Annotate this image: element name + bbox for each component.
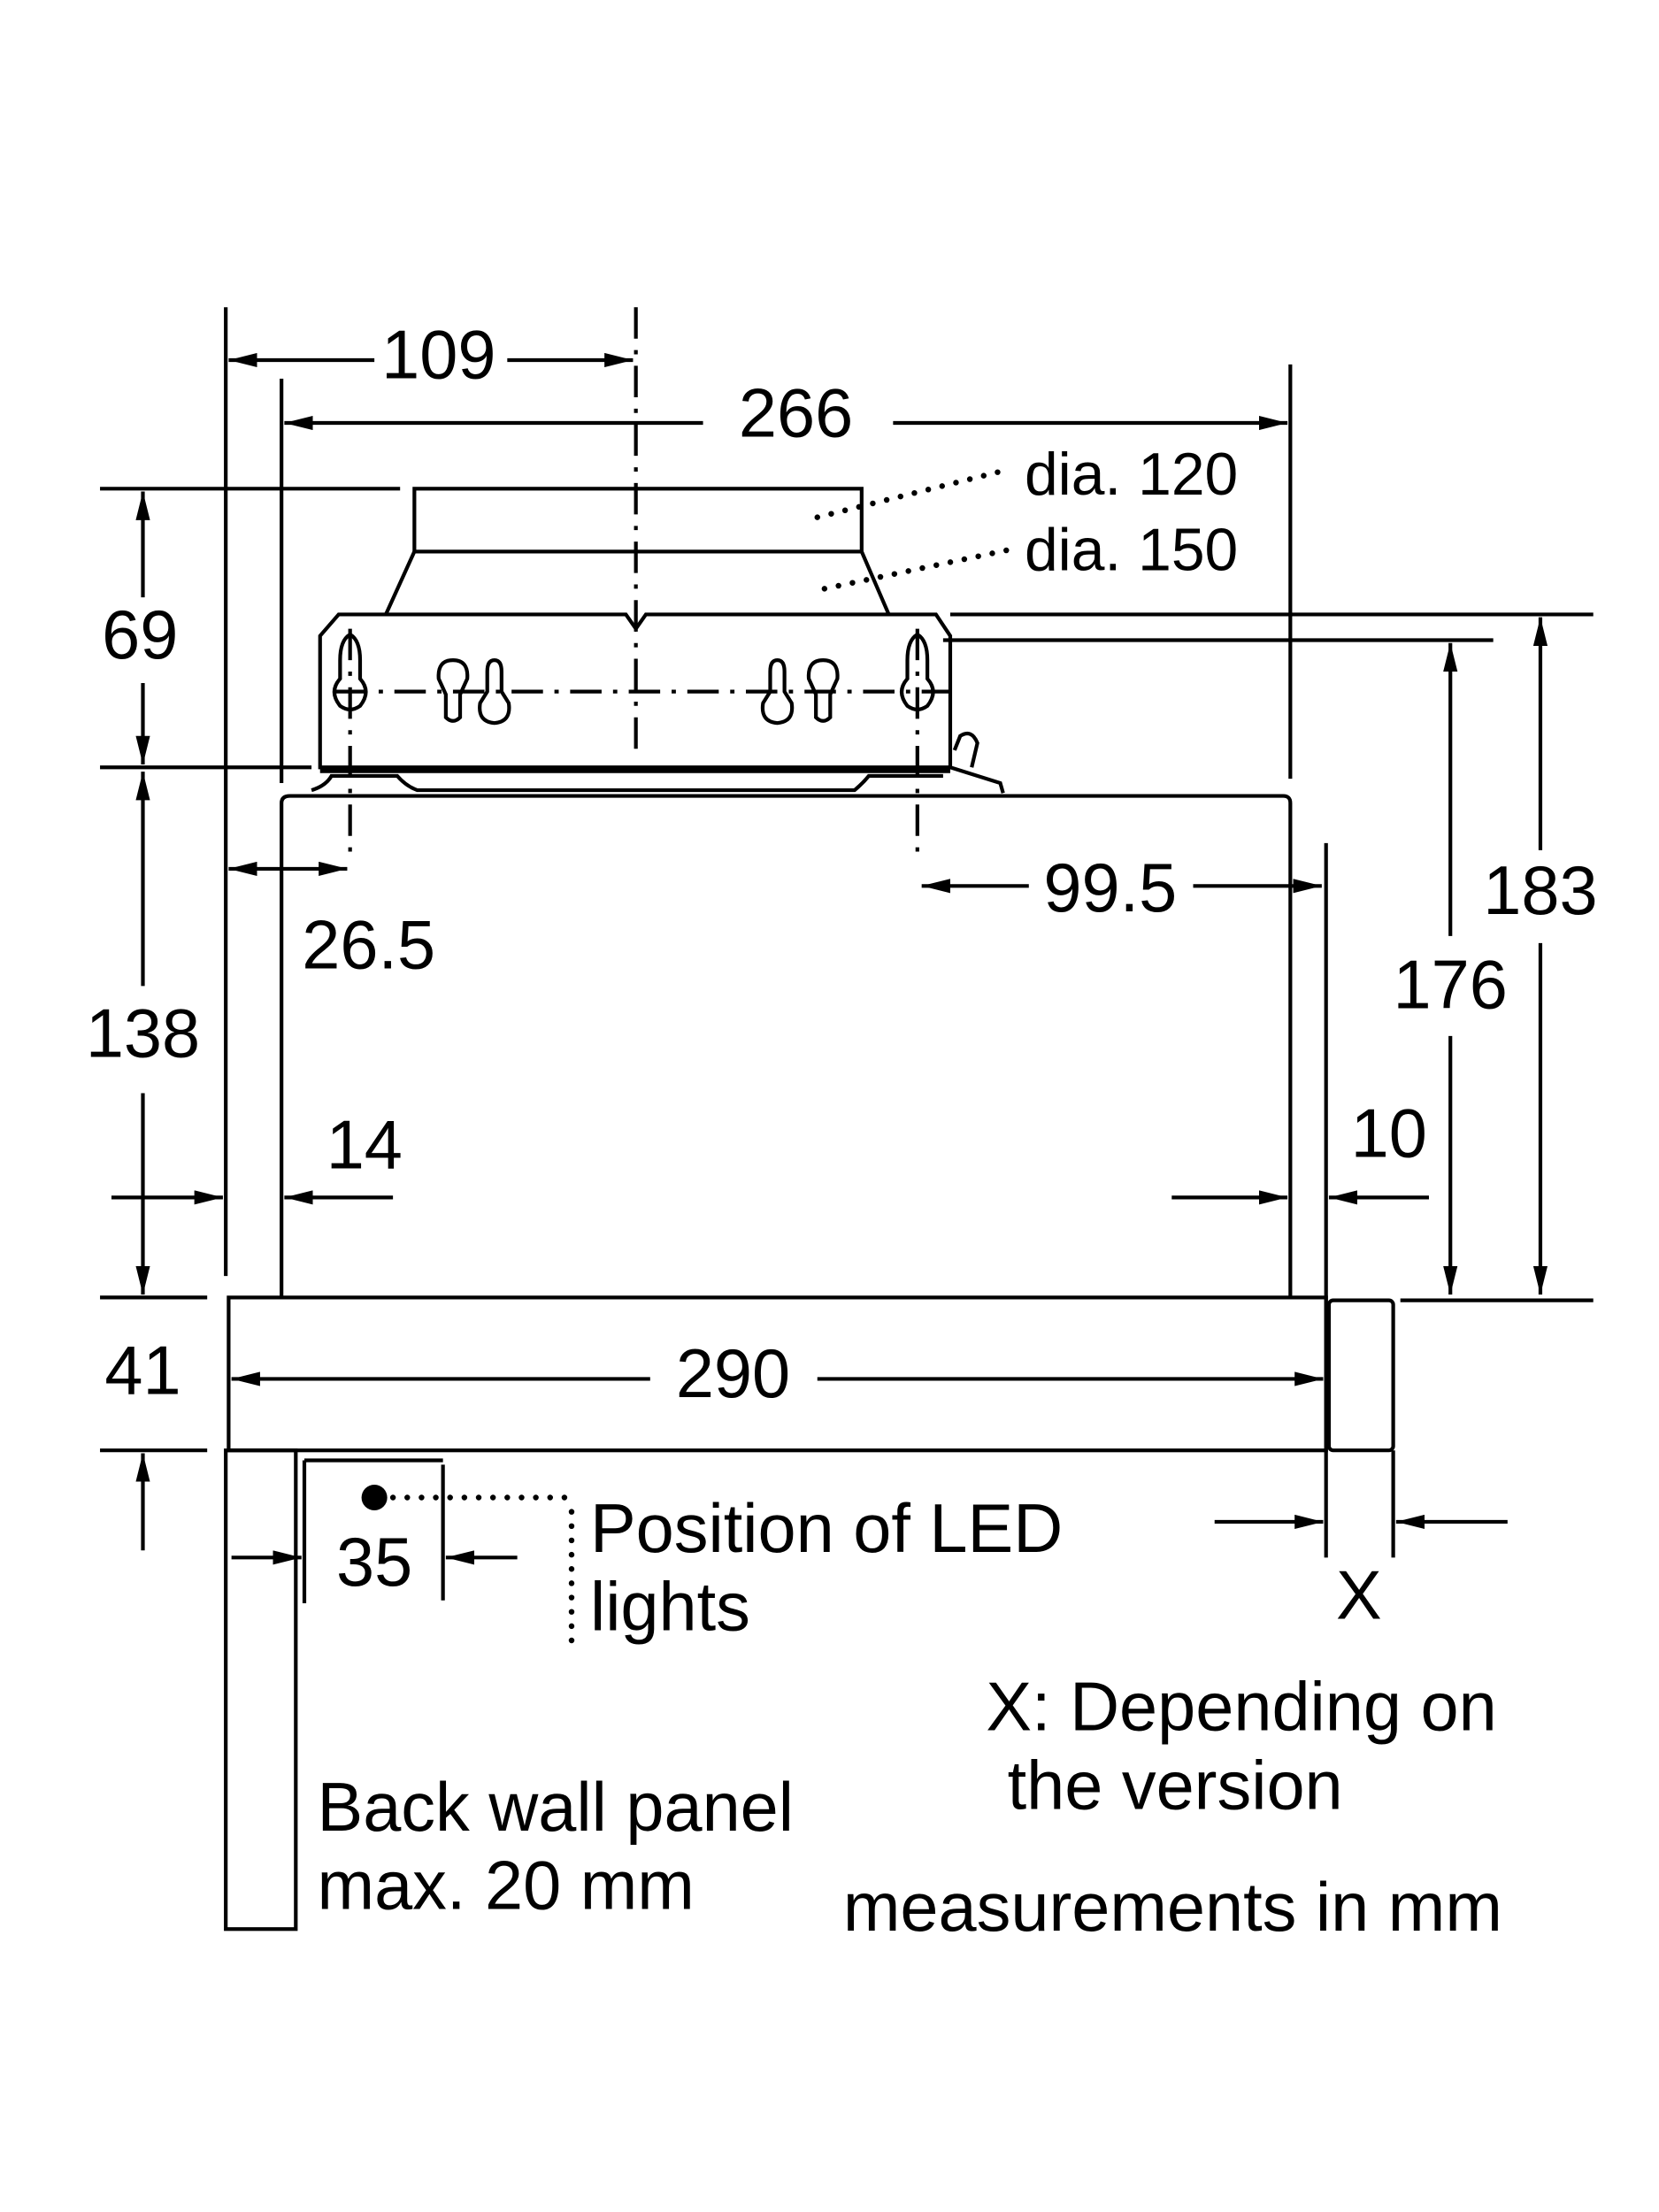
dia-150-label: dia. 150	[1025, 517, 1238, 583]
duct-connector	[412, 487, 864, 554]
units-note: measurements in mm	[843, 1870, 1502, 1946]
back-wall-line2: max. 20 mm	[318, 1848, 695, 1924]
leader-lines	[361, 468, 1010, 1649]
led-position-marker	[361, 1484, 388, 1511]
dim-26-5: 26.5	[302, 907, 435, 983]
extension-lines	[100, 307, 1594, 1604]
led-label-line1: Position of LED	[590, 1491, 1063, 1567]
dim-41: 41	[104, 1333, 180, 1409]
dim-x: X	[1336, 1557, 1382, 1633]
hood-body	[280, 794, 1293, 1298]
dim-10: 10	[1351, 1096, 1427, 1172]
dim-183: 183	[1483, 853, 1597, 929]
hood-outline	[224, 487, 1395, 1932]
back-wall-panel	[224, 1448, 298, 1932]
keyhole-slots	[332, 632, 935, 726]
dia-120-label: dia. 120	[1025, 442, 1238, 508]
dim-69: 69	[102, 597, 178, 673]
mounting-plate	[318, 612, 953, 770]
annotations: dia. 120 dia. 150 Position of LED lights…	[318, 442, 1502, 1946]
extractor-panel	[227, 1295, 1328, 1453]
dim-290: 290	[676, 1336, 790, 1412]
dim-266: 266	[739, 376, 853, 452]
dim-35: 35	[336, 1525, 412, 1601]
dim-14: 14	[326, 1108, 403, 1184]
led-label-line2: lights	[590, 1570, 750, 1646]
x-note-line1: X: Depending on	[986, 1670, 1496, 1746]
center-lines	[335, 307, 950, 857]
dim-109: 109	[381, 317, 495, 393]
dimension-values: 109 266 69 138 41 26.5 99.5 14 10 176 18…	[86, 317, 1598, 1633]
dim-176: 176	[1394, 948, 1508, 1024]
dim-99-5: 99.5	[1043, 850, 1177, 926]
dimension-lines	[111, 352, 1548, 1565]
version-trim	[1326, 1298, 1395, 1453]
x-note-line2: the version	[1008, 1748, 1343, 1824]
dim-138: 138	[86, 996, 200, 1072]
back-wall-line1: Back wall panel	[318, 1770, 795, 1846]
